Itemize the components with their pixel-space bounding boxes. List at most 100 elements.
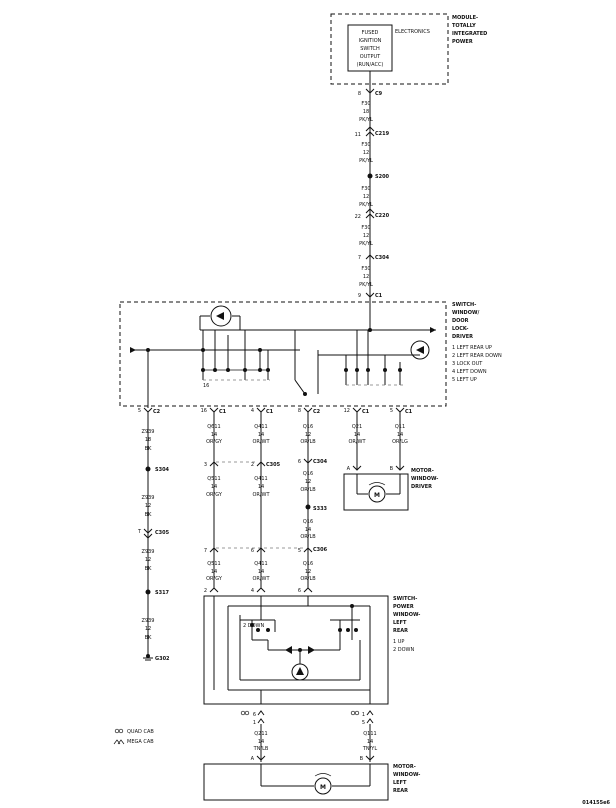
svg-text:18: 18 — [363, 109, 369, 115]
svg-text:C304: C304 — [375, 255, 390, 261]
feed-wire: 8 C9 F30 18 PK/YL 11 C219 F30 12 PK/YL S… — [355, 71, 390, 300]
svg-text:S317: S317 — [155, 590, 170, 596]
svg-text:SWITCH: SWITCH — [360, 46, 380, 52]
svg-text:2 DOWN: 2 DOWN — [393, 647, 415, 653]
svg-text:BK: BK — [145, 635, 152, 641]
tipm-module: FUSED IGNITION SWITCH OUTPUT (RUN/ACC) E… — [330, 13, 487, 85]
svg-text:DRIVER: DRIVER — [452, 334, 473, 340]
svg-text:1 LEFT REAR UP: 1 LEFT REAR UP — [452, 345, 492, 351]
svg-text:Q211: Q211 — [254, 731, 267, 737]
svg-text:S304: S304 — [155, 467, 170, 473]
svg-text:OR/LB: OR/LB — [300, 576, 316, 582]
svg-text:MOTOR-: MOTOR- — [411, 468, 434, 474]
svg-text:Q411: Q411 — [254, 561, 267, 567]
svg-text:WINDOW/: WINDOW/ — [452, 310, 479, 316]
svg-text:OR/WT: OR/WT — [348, 439, 366, 445]
svg-text:6: 6 — [298, 459, 301, 465]
svg-text:4: 4 — [251, 588, 254, 594]
svg-text:PK/YL: PK/YL — [359, 158, 373, 164]
svg-text:12: 12 — [363, 233, 369, 239]
svg-text:Z939: Z939 — [142, 549, 155, 555]
svg-text:18: 18 — [145, 437, 151, 443]
svg-text:Q111: Q111 — [363, 731, 376, 737]
svg-text:5 LEFT UP: 5 LEFT UP — [452, 377, 477, 383]
svg-text:MODULE-: MODULE- — [452, 15, 478, 21]
svg-text:12: 12 — [145, 557, 151, 563]
driver-pin-row: 5 C2 16 C1 4 C1 8 C2 12 C1 5 C1 — [138, 407, 413, 415]
svg-text:Q611: Q611 — [207, 424, 220, 430]
svg-text:QUAD CAB: QUAD CAB — [127, 729, 154, 735]
ground-column: Z939 18 BK S304 Z939 12 BK T C305 Z939 1… — [137, 412, 170, 662]
svg-text:TN/LB: TN/LB — [253, 746, 269, 752]
svg-text:OR/WT: OR/WT — [252, 439, 270, 445]
svg-text:12: 12 — [363, 150, 369, 156]
svg-text:14: 14 — [367, 739, 373, 745]
svg-text:3: 3 — [204, 462, 207, 468]
svg-text:14: 14 — [258, 739, 264, 745]
svg-text:BK: BK — [145, 512, 152, 518]
svg-text:1 UP: 1 UP — [393, 639, 404, 645]
svg-text:Q11: Q11 — [395, 424, 405, 430]
svg-text:8: 8 — [358, 91, 361, 97]
svg-text:OR/GY: OR/GY — [206, 439, 223, 445]
svg-text:22: 22 — [355, 214, 361, 220]
svg-text:14: 14 — [258, 484, 264, 490]
figure-id: 014155e6 — [582, 800, 610, 806]
svg-text:2: 2 — [251, 462, 254, 468]
svg-text:2 DOWN: 2 DOWN — [243, 623, 265, 629]
svg-text:5: 5 — [298, 548, 301, 554]
svg-text:C2: C2 — [153, 409, 161, 415]
svg-text:Q511: Q511 — [207, 561, 220, 567]
svg-text:TN/YL: TN/YL — [362, 746, 378, 752]
svg-text:S333: S333 — [313, 506, 328, 512]
svg-text:LOCK-: LOCK- — [452, 326, 468, 332]
svg-text:14: 14 — [354, 432, 360, 438]
svg-text:OR/GY: OR/GY — [206, 492, 223, 498]
svg-text:A: A — [347, 466, 351, 472]
svg-text:14: 14 — [397, 432, 403, 438]
svg-text:Z939: Z939 — [142, 429, 155, 435]
svg-text:FUSED: FUSED — [362, 30, 379, 36]
svg-text:16: 16 — [201, 408, 207, 414]
svg-text:C219: C219 — [375, 131, 390, 137]
svg-text:OR/GY: OR/GY — [206, 576, 223, 582]
svg-text:OR/WT: OR/WT — [252, 576, 270, 582]
svg-text:PK/YL: PK/YL — [359, 282, 373, 288]
svg-text:12: 12 — [363, 194, 369, 200]
svg-text:1: 1 — [362, 712, 365, 718]
svg-text:14: 14 — [211, 432, 217, 438]
svg-text:Q16: Q16 — [303, 471, 313, 477]
svg-text:2: 2 — [204, 588, 207, 594]
svg-text:G302: G302 — [155, 656, 170, 662]
svg-text:F30: F30 — [361, 186, 370, 192]
svg-text:F30: F30 — [361, 142, 370, 148]
svg-text:ELECTRONICS: ELECTRONICS — [395, 29, 430, 35]
svg-text:OR/WT: OR/WT — [252, 492, 270, 498]
svg-text:14: 14 — [258, 432, 264, 438]
svg-text:16: 16 — [203, 383, 209, 389]
column-or-wt: Q411 14 OR/WT 2 C305 Q411 14 OR/WT 6 Q41… — [216, 412, 305, 594]
svg-text:8: 8 — [298, 408, 301, 414]
svg-text:12: 12 — [305, 569, 311, 575]
svg-text:6: 6 — [298, 588, 301, 594]
svg-text:IGNITION: IGNITION — [359, 38, 382, 44]
svg-text:C305: C305 — [266, 462, 281, 468]
rear-output-wires: 6 1 1 5 Q211 14 TN/LB Q111 14 TN/YL A B — [240, 710, 378, 762]
svg-text:4: 4 — [251, 408, 254, 414]
svg-text:4 LEFT DOWN: 4 LEFT DOWN — [452, 369, 487, 375]
svg-text:B: B — [390, 466, 394, 472]
svg-text:Q16: Q16 — [303, 519, 313, 525]
svg-text:M: M — [374, 492, 380, 499]
svg-text:BK: BK — [145, 446, 152, 452]
svg-text:14: 14 — [211, 569, 217, 575]
svg-text:Q16: Q16 — [303, 561, 313, 567]
svg-text:14: 14 — [211, 484, 217, 490]
svg-text:C306: C306 — [313, 547, 328, 553]
svg-text:PK/YL: PK/YL — [359, 241, 373, 247]
column-or-lb: Q16 12 OR/LB 6 C304 Q16 12 OR/LB S333 Q1… — [298, 412, 328, 594]
svg-text:C1: C1 — [266, 409, 274, 415]
svg-text:REAR: REAR — [393, 628, 408, 634]
svg-text:9: 9 — [358, 293, 361, 299]
svg-text:B: B — [360, 756, 364, 762]
